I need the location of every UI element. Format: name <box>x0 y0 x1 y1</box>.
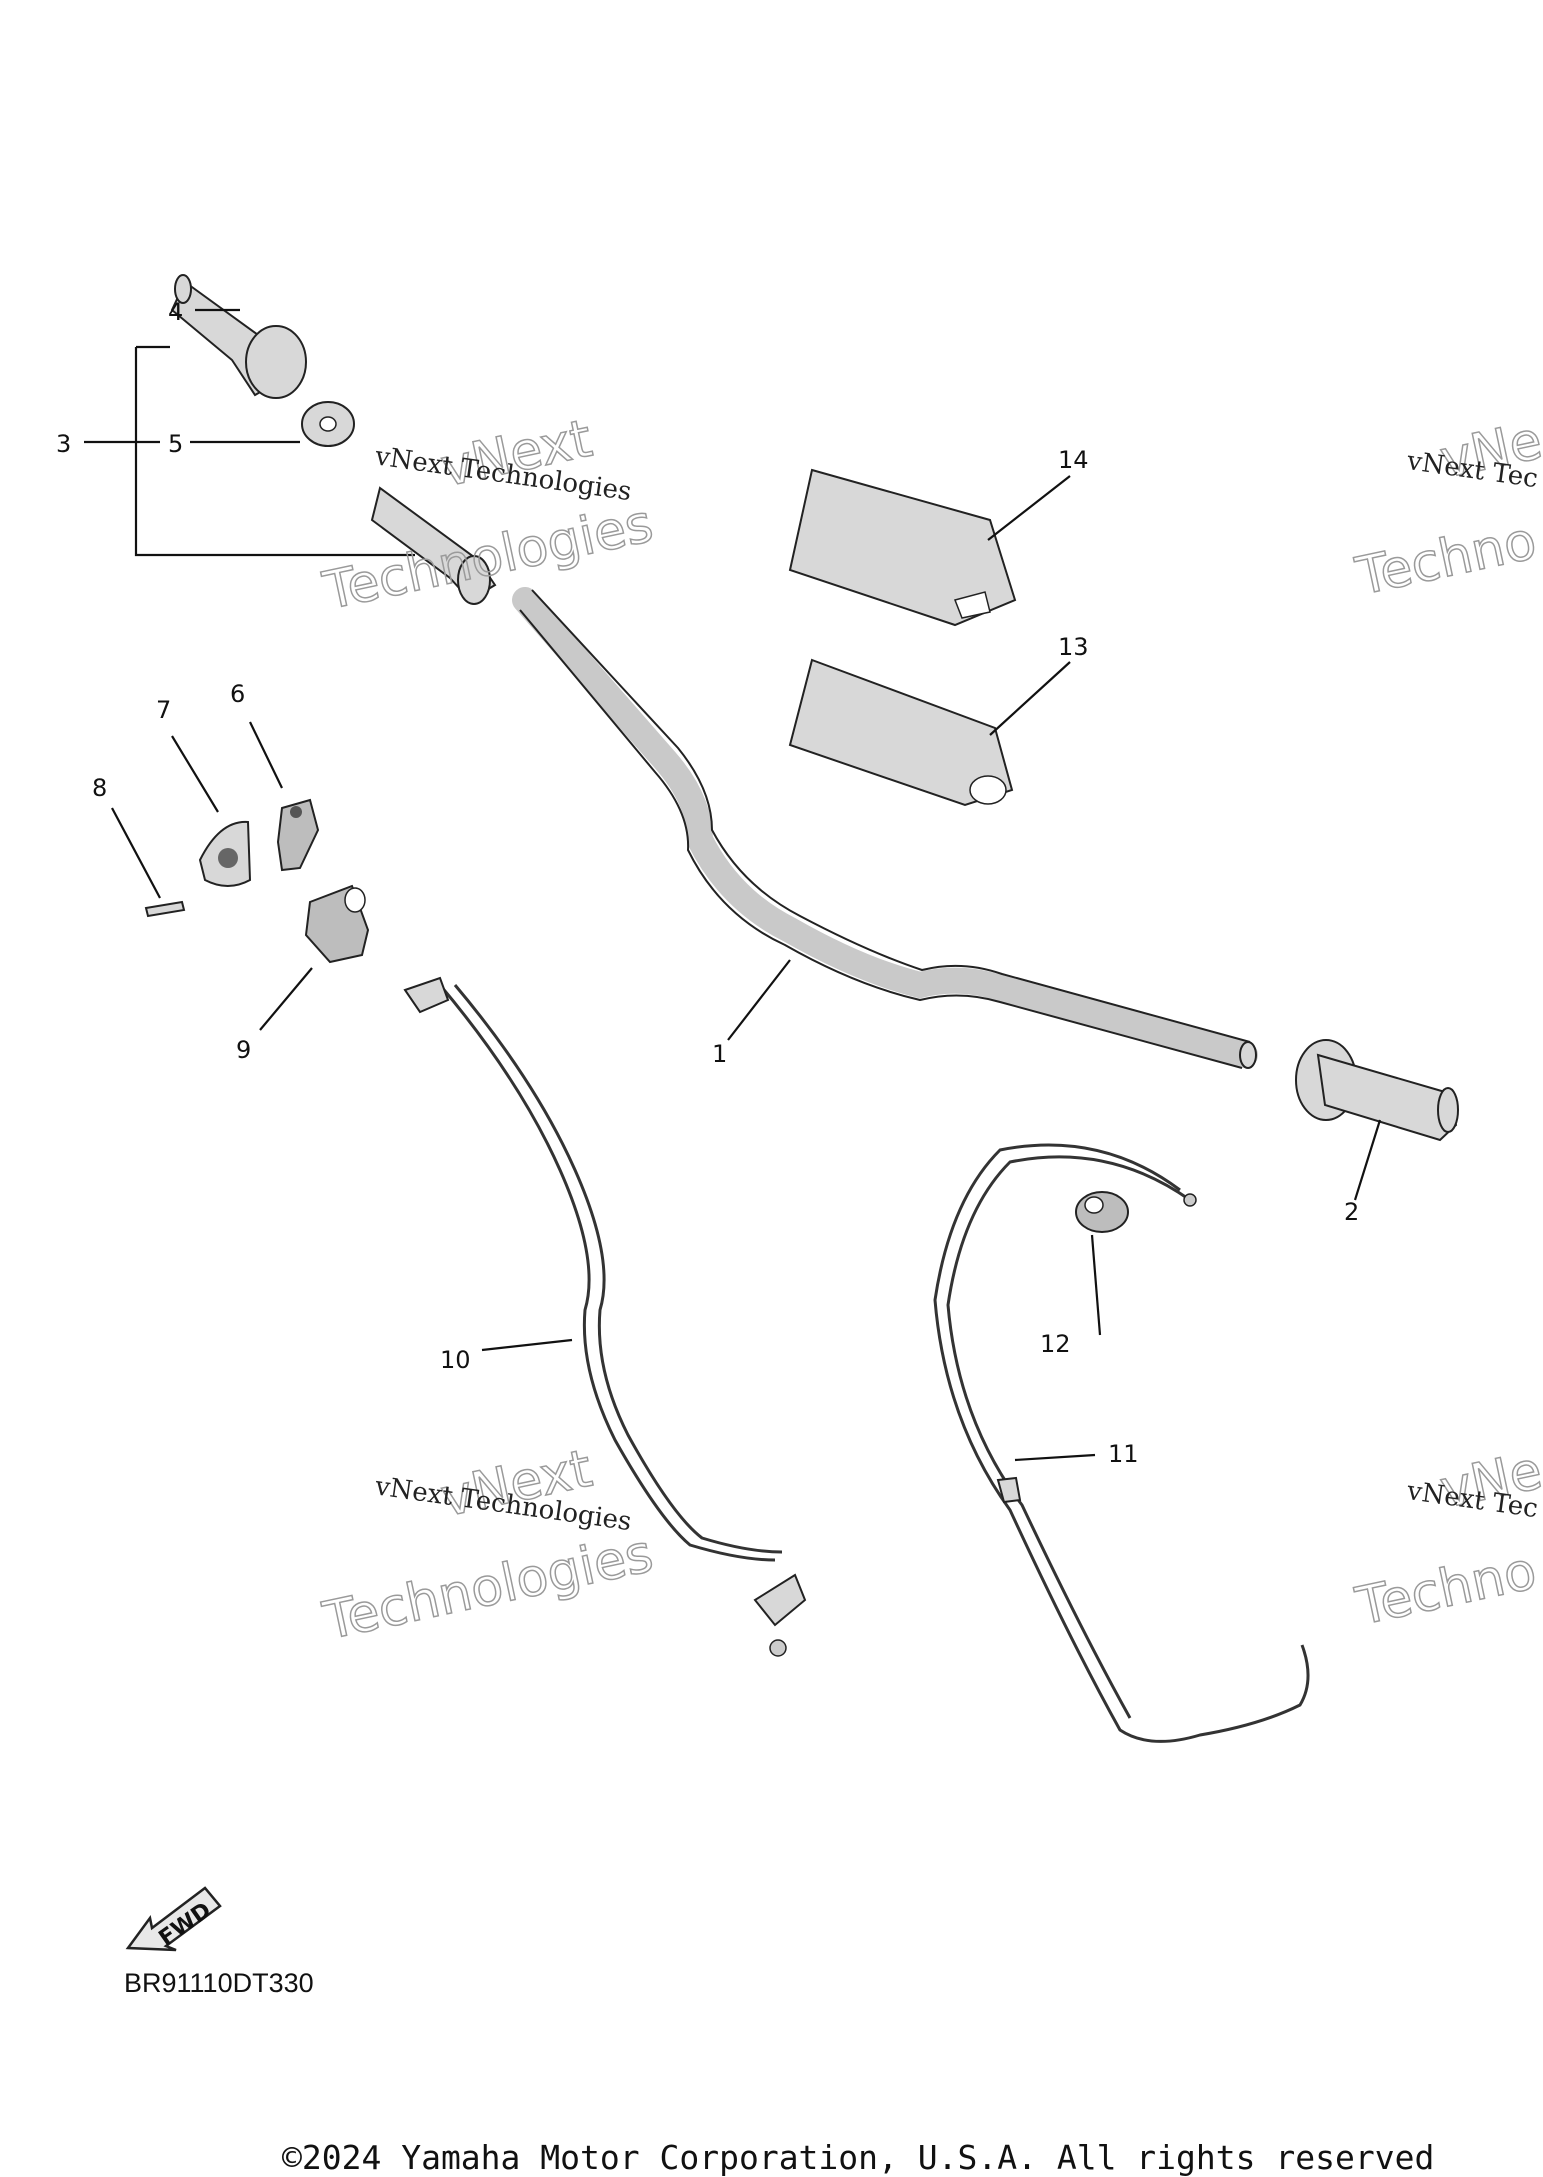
holder-part <box>276 798 320 872</box>
adjuster-part <box>1075 1191 1129 1233</box>
handlebar-pad-part <box>788 658 1014 807</box>
cover-part <box>198 820 252 887</box>
svg-text:Techno: Techno <box>1351 511 1542 608</box>
callout-9: 9 <box>236 1036 251 1064</box>
watermark-bottom-right: vNe Techno vNext Tec <box>1350 1440 1543 1638</box>
watermark-bottom-left: vNext Technologies vNext Technologies <box>317 1438 659 1653</box>
callout-14: 14 <box>1058 446 1089 474</box>
callout-5: 5 <box>168 430 183 458</box>
svg-text:Techno: Techno <box>1351 1541 1542 1638</box>
callout-numbers: 1 2 3 4 5 6 7 8 9 10 11 12 13 14 <box>56 298 1359 1468</box>
callout-13: 13 <box>1058 633 1089 661</box>
clutch-cable-part <box>933 1143 1310 1743</box>
copyright-notice: ©2024 Yamaha Motor Corporation, U.S.A. A… <box>282 2138 1435 2177</box>
callout-7: 7 <box>156 696 171 724</box>
callout-3: 3 <box>56 430 71 458</box>
callout-6: 6 <box>230 680 245 708</box>
throttle-cable-part <box>403 976 807 1657</box>
watermark-top-right: vNe Techno vNext Tec <box>1350 410 1543 608</box>
right-grip-part <box>1295 1039 1459 1142</box>
callout-11: 11 <box>1108 1440 1139 1468</box>
callout-1: 1 <box>712 1040 727 1068</box>
handlebar-part <box>512 587 1258 1069</box>
screw-part <box>144 900 186 918</box>
callout-10: 10 <box>440 1346 471 1374</box>
callout-8: 8 <box>92 774 107 802</box>
callout-2: 2 <box>1344 1198 1359 1226</box>
left-grip-part <box>170 274 307 399</box>
fwd-arrow-icon: FWD <box>125 1886 222 1951</box>
svg-text:Technologies: Technologies <box>318 494 658 622</box>
washer-part <box>301 401 355 447</box>
diagram-code: BR91110DT330 <box>124 1968 314 1998</box>
svg-text:Technologies: Technologies <box>318 1524 658 1652</box>
callout-12: 12 <box>1040 1330 1071 1358</box>
throttle-sleeve-part <box>370 486 497 605</box>
handlebar-pad-cover-part <box>788 468 1017 627</box>
switch-part <box>304 884 370 964</box>
leader-lines <box>84 308 1382 1462</box>
callout-4: 4 <box>168 298 183 326</box>
